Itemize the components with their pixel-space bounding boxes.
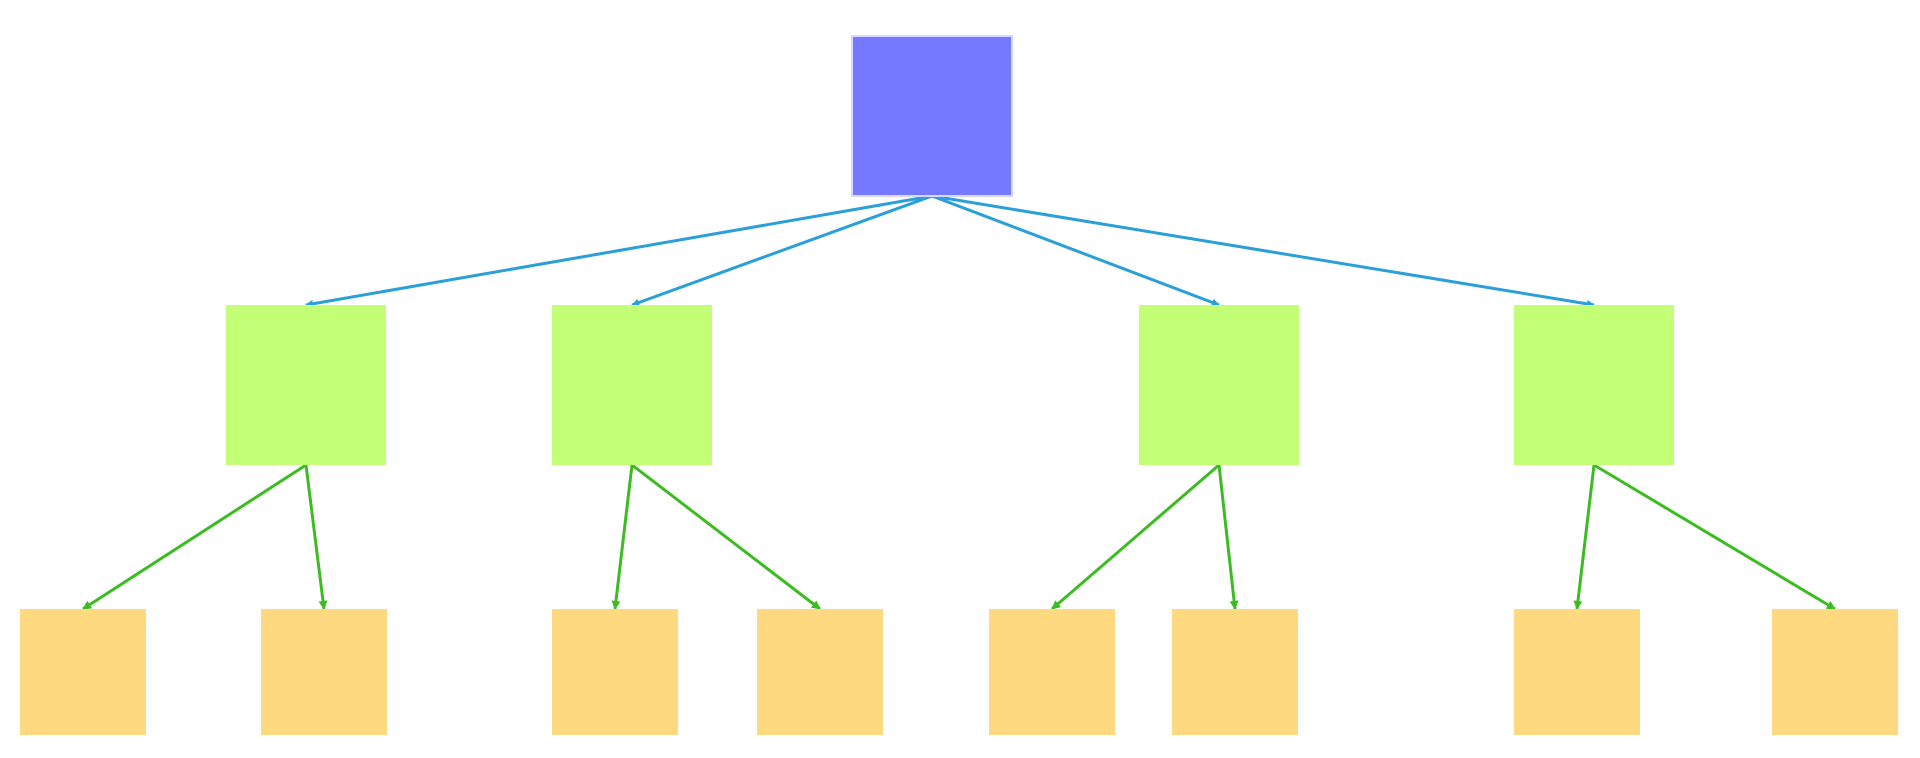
node-l2-8: [1772, 609, 1898, 735]
edge-layer: [82, 194, 1836, 611]
node-l2-7: [1514, 609, 1640, 735]
edge-l1-1-to-l2-1: [82, 463, 307, 611]
node-root: [851, 35, 1013, 197]
node-l2-5: [989, 609, 1115, 735]
node-l2-6: [1172, 609, 1298, 735]
edge-root-to-l1-2: [631, 194, 933, 307]
edge-root-to-l1-1: [305, 194, 933, 308]
node-l1-3: [1139, 305, 1299, 465]
node-l2-4: [757, 609, 883, 735]
edge-l1-2-to-l2-4: [631, 463, 821, 611]
node-l2-2: [261, 609, 387, 735]
node-l1-2: [552, 305, 712, 465]
edge-l1-1-to-l2-2: [304, 464, 328, 610]
edge-l1-2-to-l2-3: [611, 464, 634, 610]
edge-l1-3-to-l2-5: [1051, 463, 1220, 611]
edge-root-to-l1-3: [931, 194, 1220, 307]
edge-l1-3-to-l2-6: [1217, 464, 1239, 610]
edge-root-to-l1-4: [931, 194, 1595, 308]
edge-l1-4-to-l2-7: [1573, 464, 1596, 610]
node-l2-3: [552, 609, 678, 735]
edge-l1-4-to-l2-8: [1593, 463, 1836, 611]
node-l1-4: [1514, 305, 1674, 465]
node-l2-1: [20, 609, 146, 735]
node-layer: [20, 35, 1898, 735]
node-l1-1: [226, 305, 386, 465]
